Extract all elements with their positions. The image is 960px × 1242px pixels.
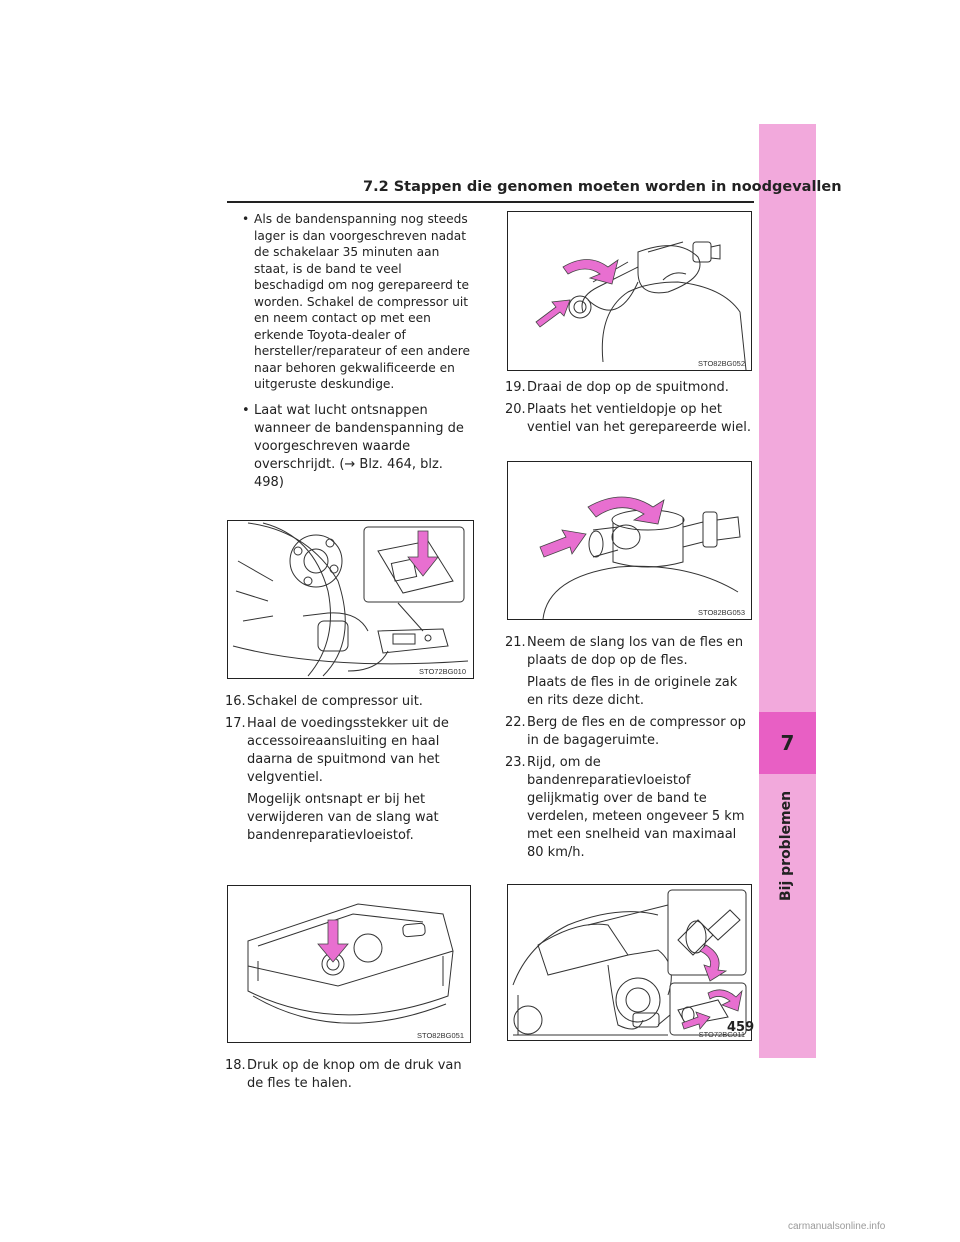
steps-18: 18. Druk op de knop om de druk van de fl… bbox=[225, 1057, 474, 1093]
step-text: Rijd, om de bandenreparatievloeistof gel… bbox=[527, 755, 745, 860]
step-number: 16. bbox=[225, 693, 246, 709]
figure-code: STO72BG010 bbox=[419, 667, 466, 676]
step-number: 21. bbox=[505, 635, 526, 650]
bullet-dot: • bbox=[242, 402, 250, 418]
step-note: Plaats de fles in de originele zak en ri… bbox=[527, 675, 738, 708]
step-text: Draai de dop op de spuitmond. bbox=[527, 380, 729, 395]
step-number: 19. bbox=[505, 380, 526, 395]
page-number: 459 bbox=[727, 1020, 755, 1035]
step-number: 22. bbox=[505, 715, 526, 730]
step-item: 19. Draai de dop op de spuitmond. bbox=[505, 379, 754, 397]
step-item: 22. Berg de fles en de compressor op in … bbox=[505, 714, 754, 750]
step-text: Haal de voedingsstekker uit de accessoir… bbox=[247, 715, 449, 785]
figure-compressor-switch: STO72BG010 bbox=[227, 519, 474, 679]
bullet-text: Laat wat lucht ontsnappen wanneer de ban… bbox=[254, 402, 464, 490]
bullet-item: • Laat wat lucht ontsnappen wanneer de b… bbox=[227, 402, 474, 492]
bullet-item: • Als de bandenspanning nog steeds lager… bbox=[227, 211, 474, 393]
compressor-box-illustration: STO82BG051 bbox=[247, 902, 464, 1040]
figure-pressure-button: STO82BG051 bbox=[227, 884, 471, 1043]
chapter-number: 7 bbox=[780, 731, 795, 755]
compressor-switch-illustration: STO72BG010 bbox=[232, 522, 469, 676]
step-item: 21. Neem de slang los van de fles en pla… bbox=[505, 634, 754, 710]
bullet-dot: • bbox=[242, 212, 250, 226]
bullet-text: Als de bandenspanning nog steeds lager i… bbox=[254, 212, 470, 391]
step-text: Berg de fles en de compressor op in de b… bbox=[527, 715, 746, 748]
chapter-title[interactable]: Bij problemen bbox=[778, 790, 794, 902]
figure-code: STO82BG051 bbox=[417, 1031, 464, 1040]
step-item: 20. Plaats het ventieldopje op het venti… bbox=[505, 401, 754, 437]
header-rule bbox=[227, 201, 754, 203]
step-number: 18. bbox=[225, 1057, 246, 1073]
step-text: Neem de slang los van de fles en plaats … bbox=[527, 635, 744, 668]
step-text: Druk op de knop om de druk van de fles t… bbox=[247, 1057, 462, 1091]
figure-code: STO82BG053 bbox=[698, 608, 745, 617]
steps-19-20: 19. Draai de dop op de spuitmond. 20. Pl… bbox=[505, 379, 754, 437]
right-column: STO82BG052 19. Draai de dop op de spuitm… bbox=[505, 211, 754, 1041]
figure-code: STO82BG052 bbox=[698, 359, 745, 368]
car-repair-kit-illustration: STO72BG011 bbox=[512, 889, 747, 1039]
figure-code: STO72BG011 bbox=[699, 1030, 745, 1039]
step-number: 17. bbox=[225, 715, 246, 731]
figure-nozzle-cap: STO82BG052 bbox=[507, 211, 752, 371]
step-number: 20. bbox=[505, 402, 526, 417]
nozzle-cap-illustration: STO82BG052 bbox=[535, 241, 747, 370]
step-note: Mogelijk ontsnapt er bij het verwijderen… bbox=[247, 791, 439, 843]
step-item: 18. Druk op de knop om de druk van de fl… bbox=[225, 1057, 474, 1093]
steps-16-17: 16. Schakel de compressor uit. 17. Haal … bbox=[225, 693, 474, 845]
footer-watermark[interactable]: carmanualsonline.info bbox=[788, 1221, 886, 1232]
step-number: 23. bbox=[505, 755, 526, 770]
step-text: Schakel de compressor uit. bbox=[247, 693, 423, 709]
step-item: 16. Schakel de compressor uit. bbox=[225, 693, 474, 711]
step-text: Plaats het ventieldopje op het ventiel v… bbox=[527, 402, 751, 435]
valve-cap-illustration: STO82BG053 bbox=[539, 496, 745, 619]
figure-valve-cap: STO82BG053 bbox=[507, 461, 752, 620]
chapter-side-tab bbox=[759, 124, 816, 1058]
step-item: 23. Rijd, om de bandenreparatievloeistof… bbox=[505, 754, 754, 862]
steps-21-23: 21. Neem de slang los van de fles en pla… bbox=[505, 634, 754, 862]
section-header: 7.2 Stappen die genomen moeten worden in… bbox=[363, 179, 842, 195]
left-column: • Als de bandenspanning nog steeds lager… bbox=[225, 211, 474, 1093]
step-item: 17. Haal de voedingsstekker uit de acces… bbox=[225, 715, 474, 845]
chapter-number-box[interactable]: 7 bbox=[759, 712, 816, 774]
figure-car-repair-kit: STO72BG011 bbox=[507, 884, 752, 1041]
